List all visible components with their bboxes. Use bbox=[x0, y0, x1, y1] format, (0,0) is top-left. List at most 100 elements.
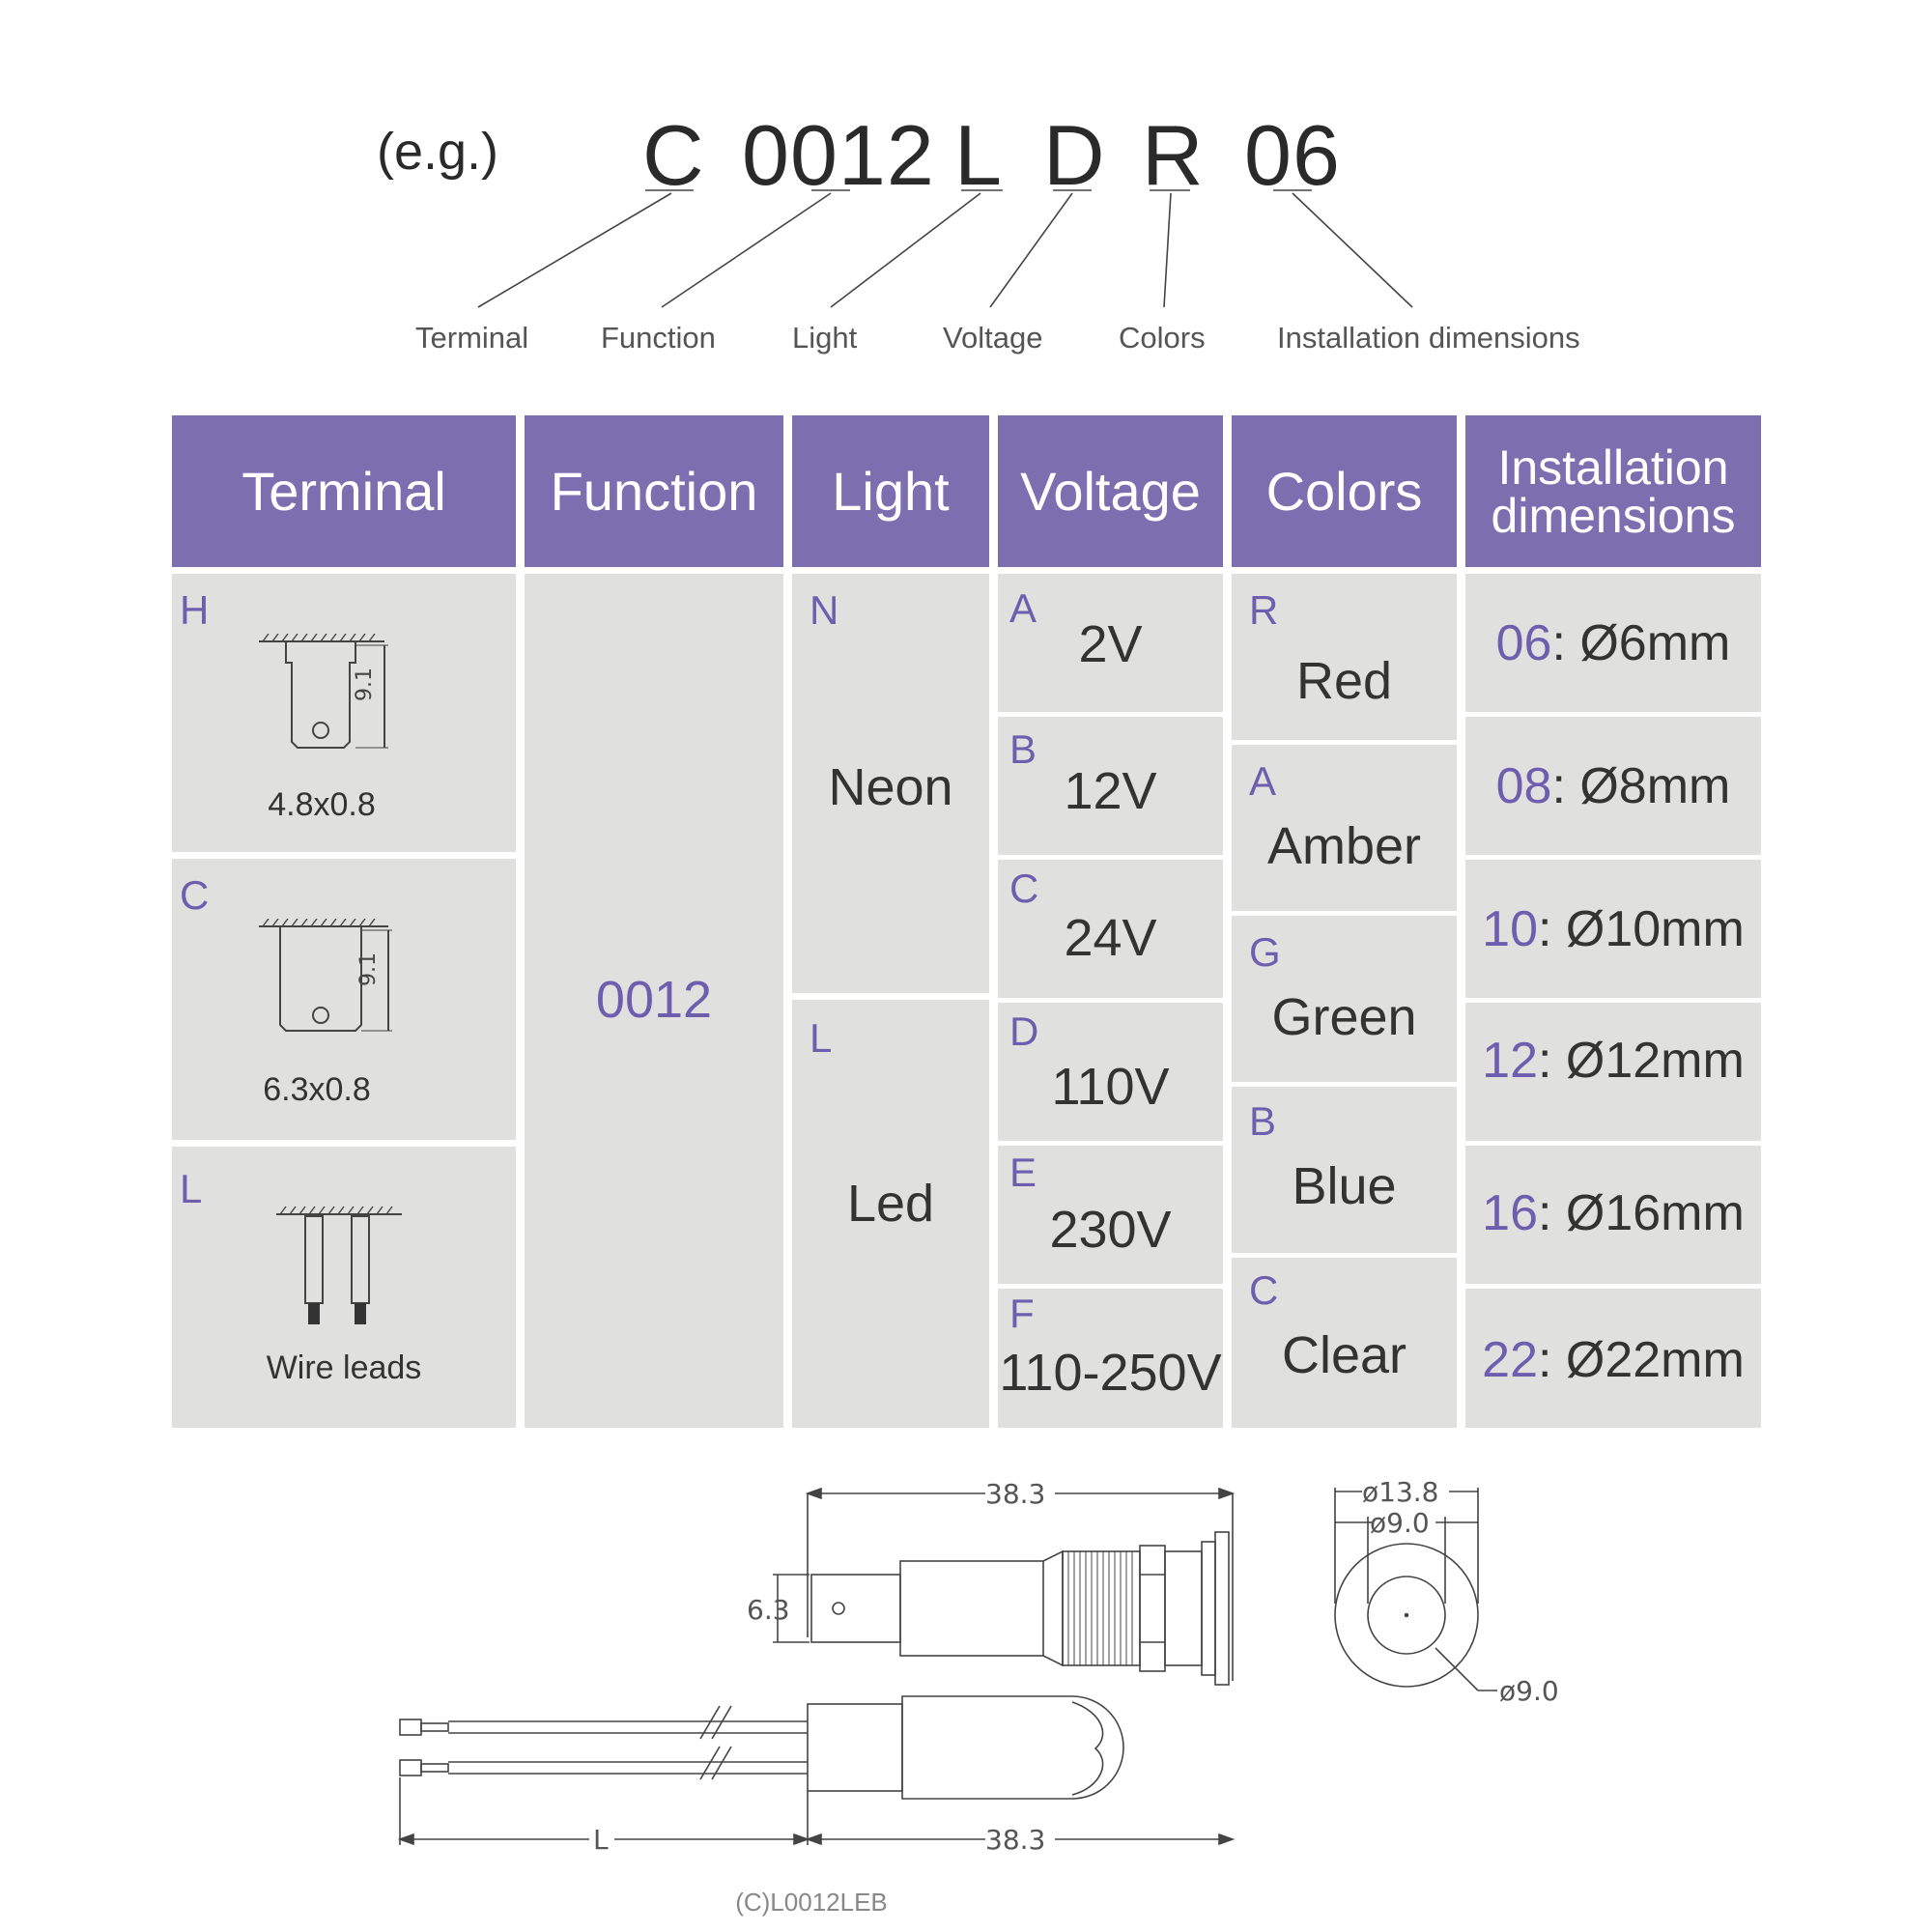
voltage-label: 2V bbox=[1078, 615, 1143, 673]
dimension-cell: 08: Ø8mm bbox=[1465, 717, 1761, 855]
terminal-h-dim: 9.1 bbox=[353, 668, 377, 701]
color-label: Clear bbox=[1281, 1326, 1407, 1384]
header-installation-dimensions: Installation dimensions bbox=[1465, 415, 1761, 567]
header-voltage: Voltage bbox=[998, 415, 1223, 567]
voltage-label: 110V bbox=[1051, 1058, 1170, 1116]
color-cell: A Amber bbox=[1232, 745, 1457, 911]
header-colors: Colors bbox=[1232, 415, 1457, 567]
voltage-letter: A bbox=[1009, 585, 1037, 631]
caption-function: Function bbox=[601, 321, 716, 355]
dimension-row: 22: Ø22mm bbox=[1465, 1331, 1761, 1389]
dimension-code: 12 bbox=[1482, 1033, 1538, 1089]
light-letter: L bbox=[810, 1015, 833, 1061]
terminal-h-icon: 9.1 bbox=[259, 634, 388, 749]
voltage-label: 24V bbox=[1064, 909, 1157, 967]
dimension-row: 12: Ø12mm bbox=[1465, 1032, 1761, 1090]
voltage-letter: F bbox=[1009, 1291, 1035, 1336]
light-label: Led bbox=[846, 1175, 935, 1233]
voltage-cell: A 2V bbox=[998, 574, 1223, 712]
dim-inner-diameter: ø9.0 bbox=[1370, 1507, 1430, 1539]
example-label: (e.g.) bbox=[377, 123, 499, 181]
dimension-code: 06 bbox=[1495, 615, 1552, 671]
terminal-wire-leads-icon bbox=[276, 1206, 402, 1324]
terminal-label: 6.3x0.8 bbox=[263, 1071, 371, 1108]
header-terminal: Terminal bbox=[172, 415, 516, 567]
terminal-c-icon: 9.1 bbox=[259, 919, 392, 1032]
light-letter: N bbox=[810, 587, 839, 633]
terminal-c-dim: 9.1 bbox=[356, 952, 381, 986]
code-voltage: D bbox=[1043, 107, 1106, 203]
color-letter: R bbox=[1249, 587, 1279, 633]
color-label: Amber bbox=[1266, 817, 1422, 875]
dim-length-top: 38.3 bbox=[985, 1478, 1045, 1510]
footer-model-code: (C)L0012LEB bbox=[735, 1888, 888, 1917]
caption-terminal: Terminal bbox=[415, 321, 529, 355]
function-value: 0012 bbox=[595, 971, 713, 1029]
dimension-code: 22 bbox=[1482, 1332, 1538, 1388]
voltage-letter: D bbox=[1009, 1009, 1039, 1054]
terminal-label: Wire leads bbox=[266, 1350, 422, 1386]
color-cell: G Green bbox=[1232, 916, 1457, 1082]
light-cell-neon: N Neon bbox=[792, 574, 989, 993]
dim-length-bottom: 38.3 bbox=[985, 1824, 1045, 1856]
code-dimensions: 06 bbox=[1244, 107, 1341, 203]
voltage-letter: E bbox=[1009, 1150, 1037, 1195]
dimension-label: : Ø8mm bbox=[1551, 758, 1731, 814]
header-installation-line1: Installation bbox=[1497, 440, 1729, 495]
dimension-code: 10 bbox=[1482, 901, 1538, 957]
dim-lens-diameter: ø9.0 bbox=[1499, 1675, 1559, 1707]
terminal-cell-c: C 9.1 6.3x0.8 bbox=[172, 859, 516, 1140]
color-cell: R Red bbox=[1232, 574, 1457, 740]
dimension-row: 16: Ø16mm bbox=[1465, 1184, 1761, 1242]
voltage-cell: D 110V bbox=[998, 1003, 1223, 1141]
dimension-row: 08: Ø8mm bbox=[1465, 757, 1761, 815]
terminal-letter: H bbox=[180, 587, 210, 633]
dim-tab-height: 6.3 bbox=[747, 1594, 790, 1626]
dimension-cell: 06: Ø6mm bbox=[1465, 574, 1761, 712]
code-terminal: C bbox=[642, 107, 705, 203]
code-function: 0012 bbox=[742, 107, 935, 203]
dimension-label: : Ø12mm bbox=[1538, 1033, 1745, 1089]
header-light: Light bbox=[792, 415, 989, 567]
header-installation-line2: dimensions bbox=[1491, 488, 1736, 543]
dimension-row: 10: Ø10mm bbox=[1465, 900, 1761, 958]
voltage-label: 230V bbox=[1049, 1201, 1172, 1259]
voltage-label: 12V bbox=[1064, 762, 1157, 820]
dimension-label: : Ø10mm bbox=[1538, 901, 1745, 957]
voltage-cell: E 230V bbox=[998, 1146, 1223, 1284]
dim-lead-length: L bbox=[593, 1824, 609, 1856]
header-function: Function bbox=[525, 415, 783, 567]
voltage-letter: B bbox=[1009, 726, 1037, 772]
voltage-cell: B 12V bbox=[998, 717, 1223, 855]
dimension-cell: 12: Ø12mm bbox=[1465, 1003, 1761, 1141]
terminal-cell-h: H 9.1 4.8x0.8 bbox=[172, 574, 516, 852]
voltage-cell: F 110-250V bbox=[998, 1289, 1223, 1428]
code-colors: R bbox=[1142, 107, 1205, 203]
color-letter: G bbox=[1249, 929, 1281, 975]
caption-light: Light bbox=[792, 321, 858, 355]
caption-dimensions: Installation dimensions bbox=[1277, 321, 1580, 355]
terminal-cell-l: L Wire leads bbox=[172, 1147, 516, 1428]
terminal-letter: L bbox=[180, 1166, 203, 1211]
caption-colors: Colors bbox=[1119, 321, 1206, 355]
color-label: Blue bbox=[1292, 1157, 1397, 1215]
color-letter: C bbox=[1249, 1267, 1279, 1313]
terminal-letter: C bbox=[180, 872, 210, 918]
caption-voltage: Voltage bbox=[943, 321, 1043, 355]
function-cell: 0012 bbox=[525, 574, 783, 1428]
dimension-row: 06: Ø6mm bbox=[1465, 614, 1761, 672]
dimension-label: : Ø6mm bbox=[1551, 615, 1731, 671]
voltage-letter: C bbox=[1009, 866, 1039, 911]
dimension-label: : Ø16mm bbox=[1538, 1185, 1745, 1241]
color-letter: B bbox=[1249, 1098, 1277, 1144]
code-leader-lines bbox=[477, 189, 1413, 308]
color-cell: C Clear bbox=[1232, 1258, 1457, 1428]
dim-outer-diameter: ø13.8 bbox=[1362, 1476, 1438, 1508]
dimension-cell: 16: Ø16mm bbox=[1465, 1146, 1761, 1284]
terminal-label: 4.8x0.8 bbox=[268, 786, 376, 823]
color-label: Red bbox=[1295, 652, 1393, 710]
technical-drawing: 38.3 6.3 L 38.3 ø13.8 ø9.0 ø9.0 bbox=[397, 1476, 1559, 1856]
voltage-label: 110-250V bbox=[999, 1344, 1222, 1402]
color-letter: A bbox=[1249, 758, 1277, 804]
